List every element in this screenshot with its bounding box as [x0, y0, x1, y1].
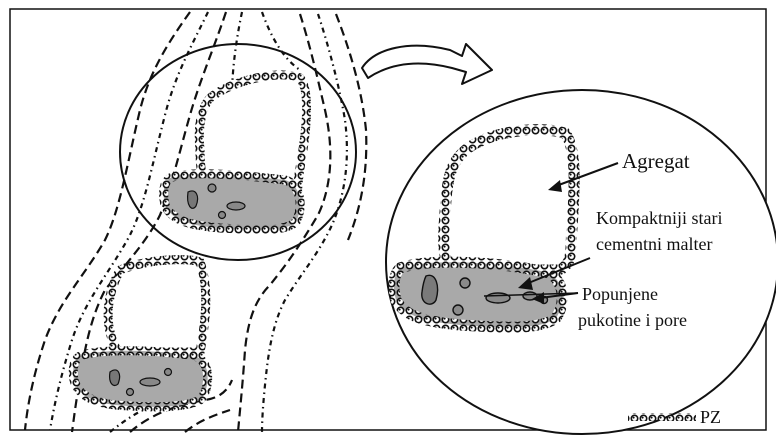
label-old-mortar-line1: Kompaktniji stari: [596, 208, 722, 228]
label-aggregate: Agregat: [622, 149, 690, 173]
legend-label: PZ: [700, 407, 721, 427]
label-filled-line1: Popunjene: [582, 284, 658, 304]
label-filled-line2: pukotine i pore: [578, 310, 687, 330]
legend-swatch: [628, 413, 696, 421]
label-old-mortar-line2: cementni malter: [596, 234, 712, 254]
